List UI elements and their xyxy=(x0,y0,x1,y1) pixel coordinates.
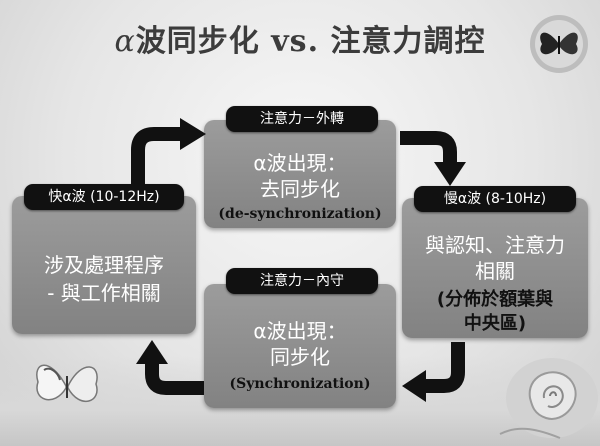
top-card-line1: α波出現： xyxy=(253,151,347,175)
right-card-line3: (分佈於額葉與 xyxy=(436,289,554,310)
title-alpha-sync: 波同步化 xyxy=(135,24,260,59)
label-fast-alpha: 快α波 (10-12Hz) xyxy=(24,184,184,210)
arrow-top-to-right-icon xyxy=(400,131,466,186)
right-card-line4: 中央區) xyxy=(463,313,527,334)
title-attention-control: 注意力調控 xyxy=(330,24,486,59)
card-attention-external: α波出現： 去同步化 (de-synchronization) xyxy=(204,120,396,228)
label-slow-alpha: 慢α波 (8-10Hz) xyxy=(414,186,576,212)
title-vs: vs. xyxy=(259,24,331,59)
rose-decoration xyxy=(499,358,598,439)
arrow-right-to-bottom-icon xyxy=(402,342,465,402)
butterfly-icon xyxy=(36,364,98,403)
bottom-card-line1: α波出現： xyxy=(253,319,347,343)
bottom-card-line2: 同步化 xyxy=(270,345,330,369)
left-card-line2: - 與工作相關 xyxy=(47,281,161,305)
slide-title: α波同步化 vs. 注意力調控 xyxy=(0,16,600,60)
right-card-line1: 與認知、注意力 xyxy=(425,233,565,257)
arrow-left-to-top-icon xyxy=(131,118,206,188)
bottom-card-line3: (Synchronization) xyxy=(229,376,371,392)
butterfly-icon xyxy=(530,15,588,73)
left-card-line1: 涉及處理程序 xyxy=(44,253,164,277)
label-attention-external: 注意力－外轉 xyxy=(226,106,378,132)
title-alpha: α xyxy=(114,24,136,59)
top-card-line3: (de-synchronization) xyxy=(218,206,382,222)
card-attention-internal: α波出現： 同步化 (Synchronization) xyxy=(204,284,396,408)
right-card-line2: 相關 xyxy=(475,259,515,283)
top-card-line2: 去同步化 xyxy=(260,177,340,201)
arrow-bottom-to-left-icon xyxy=(136,340,204,395)
card-fast-alpha: 涉及處理程序 - 與工作相關 xyxy=(12,196,196,334)
label-attention-internal: 注意力－內守 xyxy=(226,268,378,294)
card-slow-alpha: 與認知、注意力 相關 (分佈於額葉與 中央區) xyxy=(402,198,588,338)
